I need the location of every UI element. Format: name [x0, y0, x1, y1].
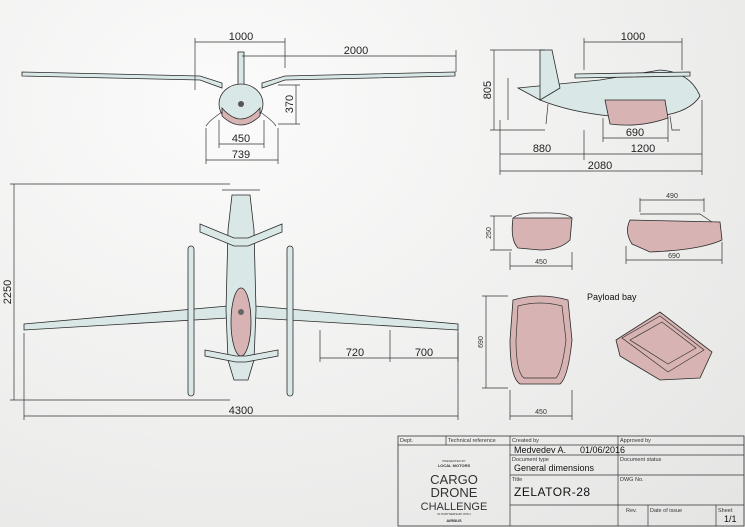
- bay-iso-shape: [627, 219, 723, 253]
- payload-iso-open-view: [615, 311, 713, 381]
- tb-date: 01/06/2016: [580, 445, 625, 455]
- tb-created-by: Medvedev A.: [514, 445, 566, 455]
- dim-front-width-outer: 739: [232, 149, 250, 161]
- bay-side-shape: [511, 217, 573, 251]
- dim-top-span: 4300: [229, 405, 253, 417]
- top-view: 4300 2250 720 700: [2, 183, 459, 420]
- title-block-frame: [397, 435, 745, 527]
- bay-top-shape: [509, 295, 573, 385]
- tb-sheet: 1/1: [724, 514, 737, 524]
- dim-bay-iso-top: 490: [666, 193, 678, 200]
- bay-open-lid: [621, 315, 705, 373]
- logo-line1: CARGO: [430, 472, 478, 487]
- side-tail-fin: [539, 49, 561, 101]
- dim-side-bay: 690: [626, 127, 644, 139]
- dim-front-width-inner: 450: [232, 133, 250, 145]
- dim-top-length: 2250: [2, 280, 14, 304]
- side-payload: [604, 99, 669, 126]
- logo-line3: CHALLENGE: [421, 501, 488, 513]
- tb-dept-label: Dept.: [400, 438, 414, 444]
- dim-side-right: 1200: [631, 143, 655, 155]
- dim-bay-side-width: 450: [535, 259, 547, 266]
- side-view: 1000 805 690 880 1200 2080: [482, 31, 703, 175]
- logo-line2: DRONE: [431, 485, 478, 500]
- front-payload: [221, 106, 261, 126]
- bay-side-rim: [512, 212, 573, 219]
- dim-front-top-left: 1000: [229, 31, 253, 43]
- front-view: 1000 2000 370 450 739: [21, 31, 457, 164]
- dim-front-top-right: 2000: [344, 45, 368, 57]
- payload-side-view: 250 450: [486, 212, 573, 270]
- tb-created-by-label: Created by: [512, 438, 539, 444]
- logo-bottom-text: IN PARTNERSHIP WITH: [437, 512, 470, 516]
- tb-doc-type-label: Document type: [512, 457, 549, 463]
- tb-tech-ref-label: Technical reference: [448, 438, 496, 444]
- tb-doc-type: General dimensions: [514, 463, 595, 473]
- payload-bay-label: Payload bay: [587, 292, 637, 302]
- dim-bay-iso-len: 690: [668, 253, 680, 260]
- dim-side-top: 1000: [621, 31, 645, 43]
- side-wing-rod: [574, 71, 691, 79]
- top-tailplane: [199, 223, 283, 247]
- bay-open-shape: [615, 311, 713, 381]
- dim-front-height: 370: [284, 95, 296, 113]
- tb-date-issue-label: Date of issue: [650, 508, 682, 514]
- tb-sheet-label: Sheet: [718, 508, 733, 514]
- tb-dwg-label: DWG No.: [620, 477, 644, 483]
- front-tail-fin: [237, 51, 245, 87]
- bay-open-inner: [629, 321, 697, 365]
- tb-title-label: Title: [512, 477, 522, 483]
- front-camera: [238, 101, 244, 107]
- logo-bottom-brand: AIRBUS: [446, 518, 462, 523]
- front-landing-gear: [205, 111, 277, 127]
- dim-side-height: 805: [482, 81, 494, 99]
- dim-bay-top-height: 690: [478, 336, 485, 348]
- top-right-boom: [286, 245, 294, 397]
- payload-iso-view: 490 690: [625, 193, 723, 264]
- top-canard: [204, 349, 279, 363]
- top-left-boom: [187, 245, 195, 397]
- dim-top-wing-inner: 720: [346, 347, 364, 359]
- dim-side-left: 880: [533, 143, 551, 155]
- tb-doc-status-label: Document status: [620, 457, 662, 463]
- tb-approved-by-label: Approved by: [620, 438, 651, 444]
- tb-title: ZELATOR-28: [514, 485, 591, 499]
- bay-top-inner: [515, 302, 567, 379]
- payload-top-view: 690 450: [478, 295, 573, 420]
- top-payload: [230, 287, 252, 357]
- dim-bay-side-height: 250: [486, 227, 493, 239]
- tb-rev-label: Rev.: [626, 508, 637, 514]
- front-right-wing: [261, 71, 456, 89]
- dim-top-wing-outer: 700: [415, 347, 433, 359]
- side-landing-gear: [669, 115, 680, 131]
- top-marker: [238, 309, 244, 315]
- cargo-drone-challenge-logo: PRESENTED BY LOCAL MOTORS CARGO DRONE CH…: [421, 459, 488, 523]
- logo-top-brand: LOCAL MOTORS: [438, 463, 471, 468]
- side-rear-gear: [545, 103, 549, 125]
- dim-bay-top-width: 450: [535, 409, 547, 416]
- front-left-wing: [21, 71, 223, 89]
- title-block: Dept. Technical reference Created by Med…: [397, 435, 745, 527]
- dim-side-total: 2080: [588, 160, 612, 172]
- logo-top-text: PRESENTED BY: [442, 459, 465, 463]
- bay-iso-rim: [640, 213, 713, 223]
